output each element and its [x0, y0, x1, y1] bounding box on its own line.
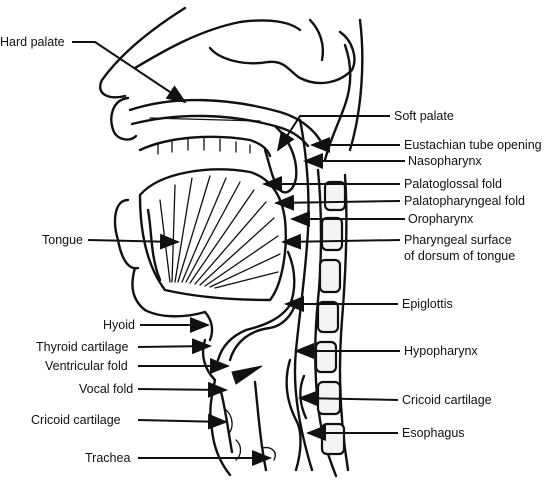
label-oropharynx: Oropharynx	[408, 212, 474, 226]
label-trachea: Trachea	[85, 451, 131, 465]
label-hard-palate: Hard palate	[0, 35, 65, 49]
label-esophagus: Esophagus	[402, 426, 465, 440]
leader-lines-right	[262, 115, 405, 441]
label-pharyngeal-surface-line1: Pharyngeal surface	[404, 233, 512, 247]
label-nasopharynx: Nasopharynx	[408, 154, 482, 168]
tongue-shape	[138, 168, 287, 302]
label-eustachian-tube-opening: Eustachian tube opening	[404, 138, 542, 152]
label-cricoid-cartilage-left: Cricoid cartilage	[31, 413, 121, 427]
label-ventricular-fold: Ventricular fold	[45, 359, 128, 373]
label-soft-palate: Soft palate	[394, 109, 454, 123]
label-vocal-fold: Vocal fold	[79, 382, 134, 396]
label-cricoid-cartilage-right: Cricoid cartilage	[402, 393, 492, 407]
teeth-upper	[138, 135, 272, 158]
label-hyoid: Hyoid	[103, 318, 135, 332]
cervical-spine	[285, 118, 350, 478]
label-pharyngeal-surface-line2: of dorsum of tongue	[404, 249, 516, 263]
leader-lines-left	[72, 41, 272, 466]
jaw-outline	[143, 308, 232, 477]
label-palatoglossal-fold: Palatoglossal fold	[404, 177, 502, 191]
label-tongue: Tongue	[42, 233, 84, 247]
label-epiglottis: Epiglottis	[402, 297, 453, 311]
label-thyroid-cartilage: Thyroid cartilage	[36, 340, 129, 354]
skull-outline	[99, 6, 364, 162]
label-hypopharynx: Hypopharynx	[404, 344, 478, 358]
hard-palate-shape	[128, 98, 322, 148]
label-palatopharyngeal-fold: Palatopharyngeal fold	[404, 194, 525, 208]
